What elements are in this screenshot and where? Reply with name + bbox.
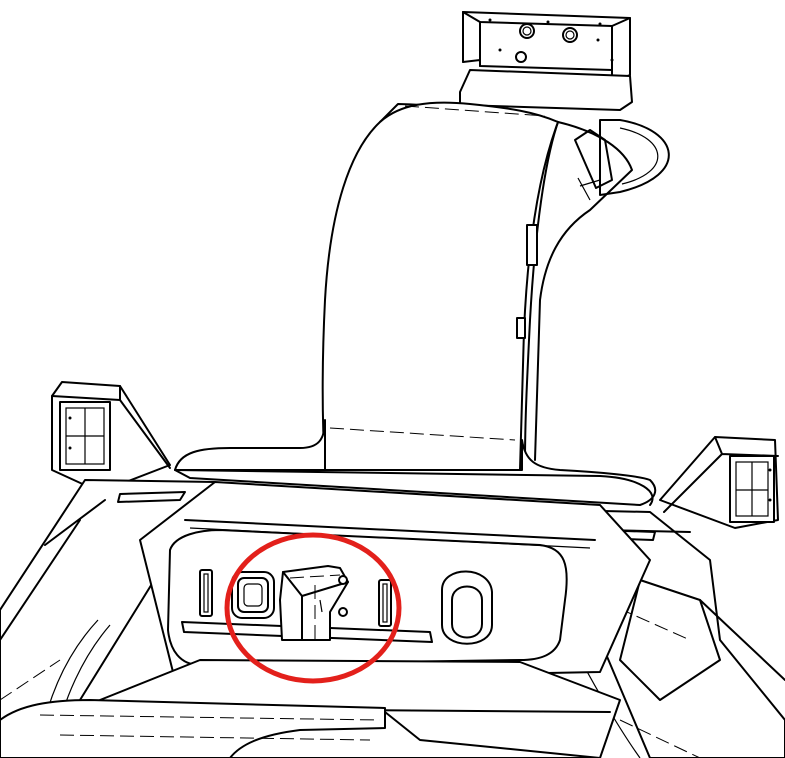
bolt-hole xyxy=(519,23,535,39)
right-side-bracket xyxy=(659,436,779,529)
highlight-circle xyxy=(224,532,402,684)
curved-column xyxy=(321,101,633,471)
column-base-saddle xyxy=(174,419,657,506)
left-side-bracket xyxy=(51,381,171,493)
round-base-plate xyxy=(599,119,670,196)
bolt-hole xyxy=(562,27,578,43)
center-clip-bracket xyxy=(279,565,349,641)
rear-mounting-bracket xyxy=(459,11,633,111)
